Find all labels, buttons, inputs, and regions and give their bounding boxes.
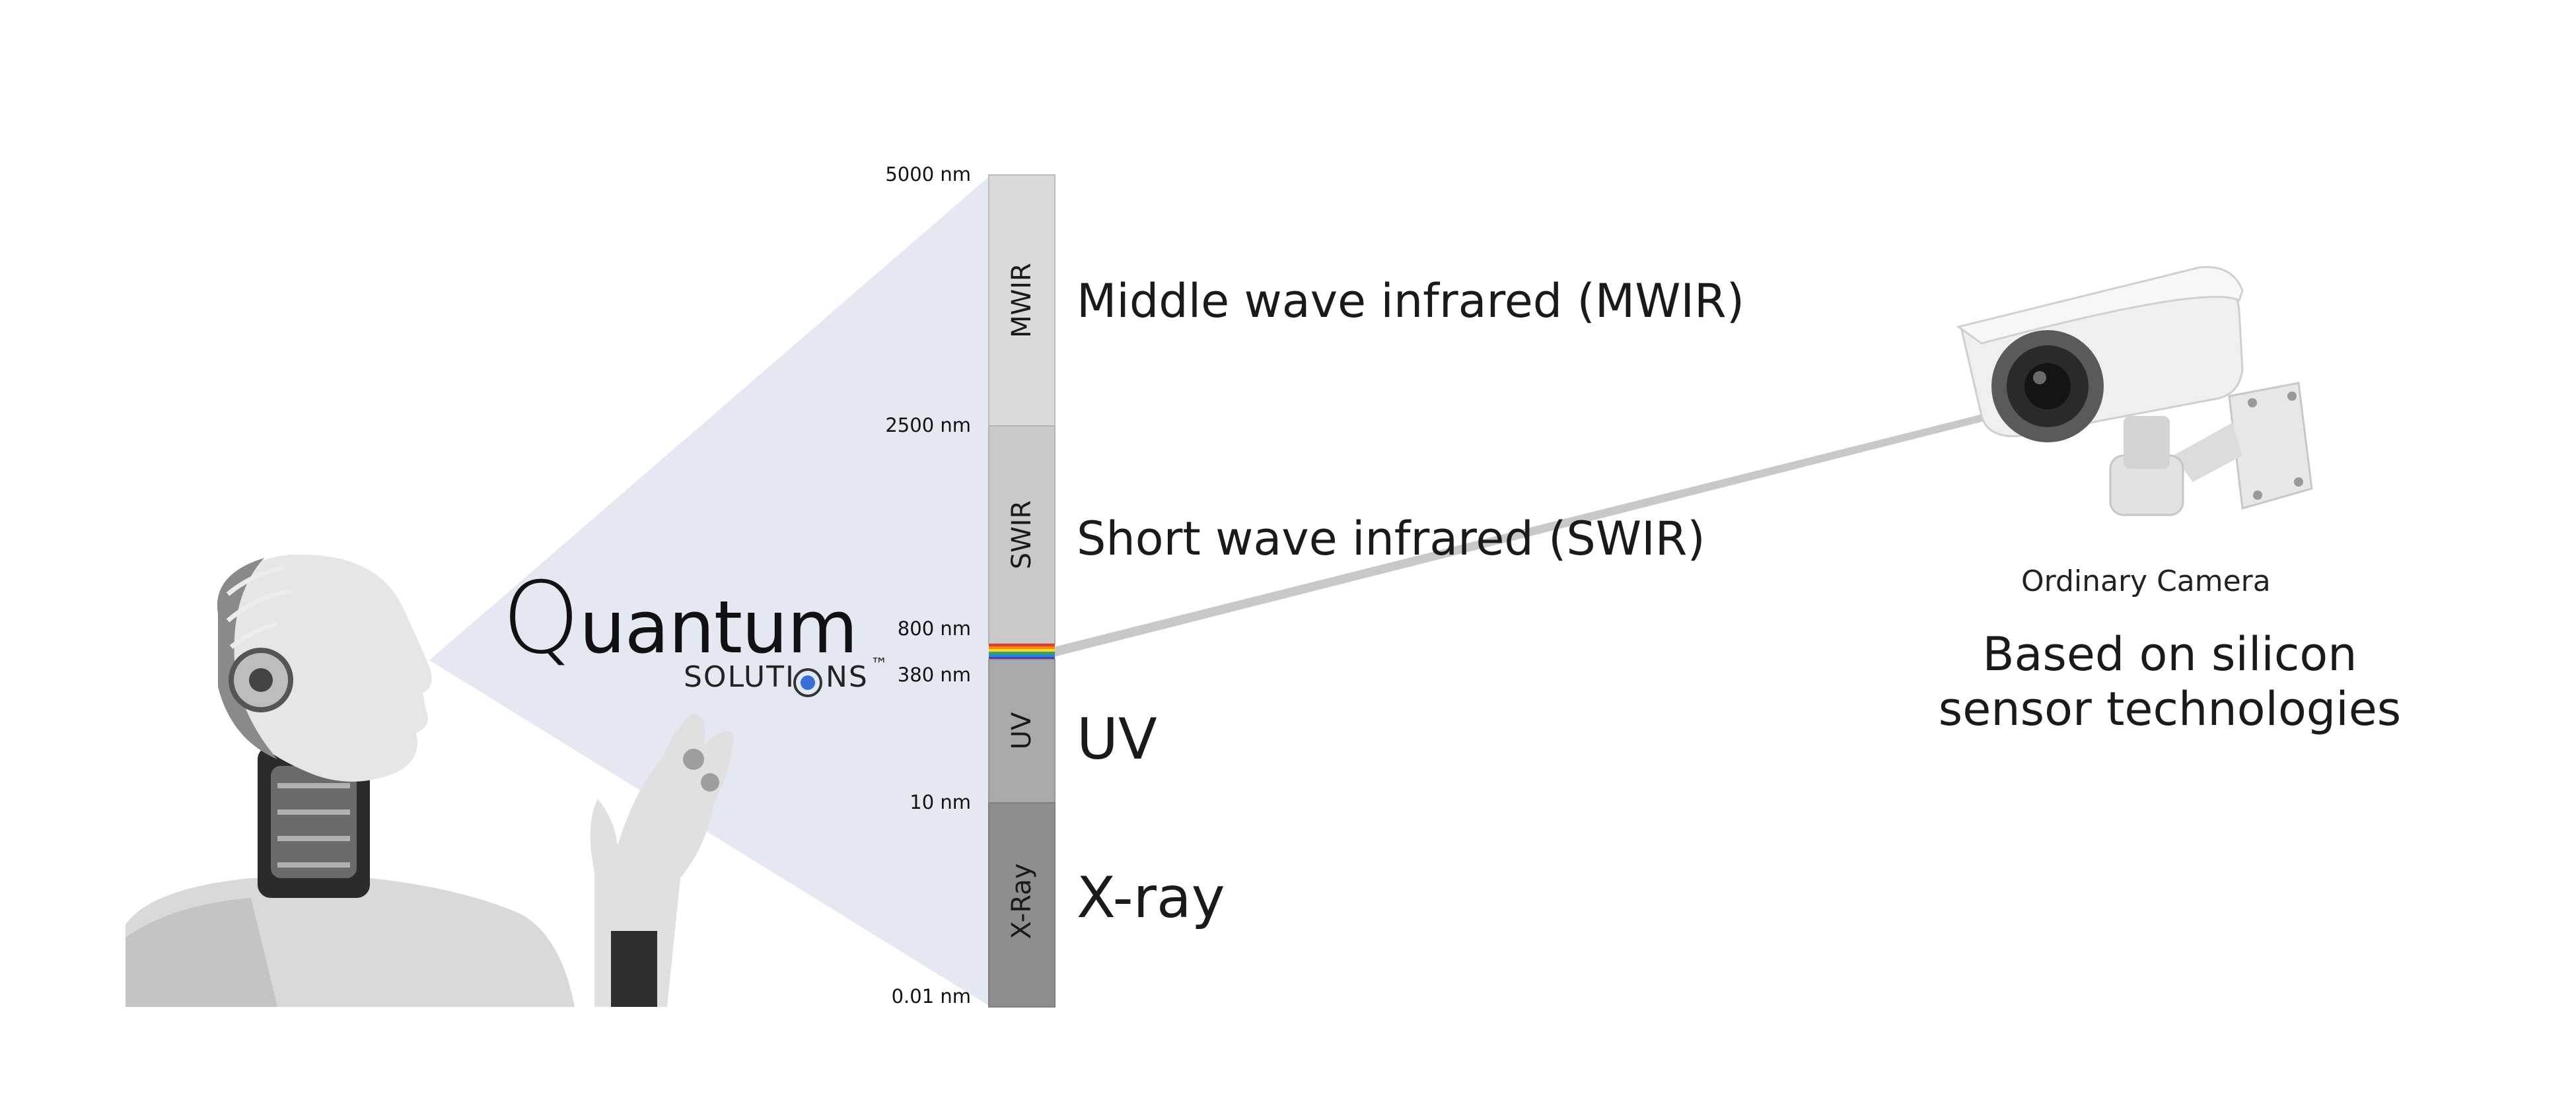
tick-label: 0.01 nm — [891, 985, 971, 1008]
camera-beam — [1054, 406, 2018, 657]
band-uv — [988, 659, 1055, 804]
tick-label: 380 nm — [897, 664, 971, 686]
logo-sub-right: NS — [825, 660, 869, 694]
camera-title: Ordinary Camera — [2021, 565, 2271, 598]
logo-sub-left: SOLUTI — [684, 660, 795, 694]
band-visible — [989, 644, 1055, 660]
security-camera-illustration — [1956, 265, 2313, 516]
logo-wordmark: Quantum — [502, 561, 858, 676]
band-description-mwir: Middle wave infrared (MWIR) — [1077, 274, 1745, 328]
vision-cone — [429, 175, 991, 1007]
tick-label: 5000 nm — [885, 163, 971, 186]
band-label-swir: SWIR — [1007, 500, 1037, 570]
logo-subtitle: SOLUTI NS — [684, 660, 869, 694]
spectrum-bar — [988, 174, 1055, 1008]
band-label-xray: X-Ray — [1007, 863, 1037, 940]
band-mwir — [988, 174, 1055, 427]
tick-label: 800 nm — [897, 617, 971, 640]
band-swir — [988, 425, 1055, 644]
band-label-mwir: MWIR — [1007, 263, 1037, 338]
tick-label: 2500 nm — [885, 414, 971, 436]
tick-label: 10 nm — [910, 791, 971, 813]
band-description-uv: UV — [1077, 706, 1157, 772]
logo-q: Q — [502, 561, 580, 676]
band-description-swir: Short wave infrared (SWIR) — [1077, 512, 1705, 566]
logo-main-rest: uantum — [579, 585, 858, 669]
band-label-uv: UV — [1007, 712, 1037, 750]
robot-illustration — [125, 554, 733, 1007]
logo-trademark: ™ — [871, 655, 888, 675]
band-description-xray: X-ray — [1077, 865, 1225, 931]
logo-o-icon — [793, 668, 822, 697]
band-xray — [988, 802, 1055, 1008]
camera-description: Based on silicon sensor technologies — [1938, 627, 2402, 736]
